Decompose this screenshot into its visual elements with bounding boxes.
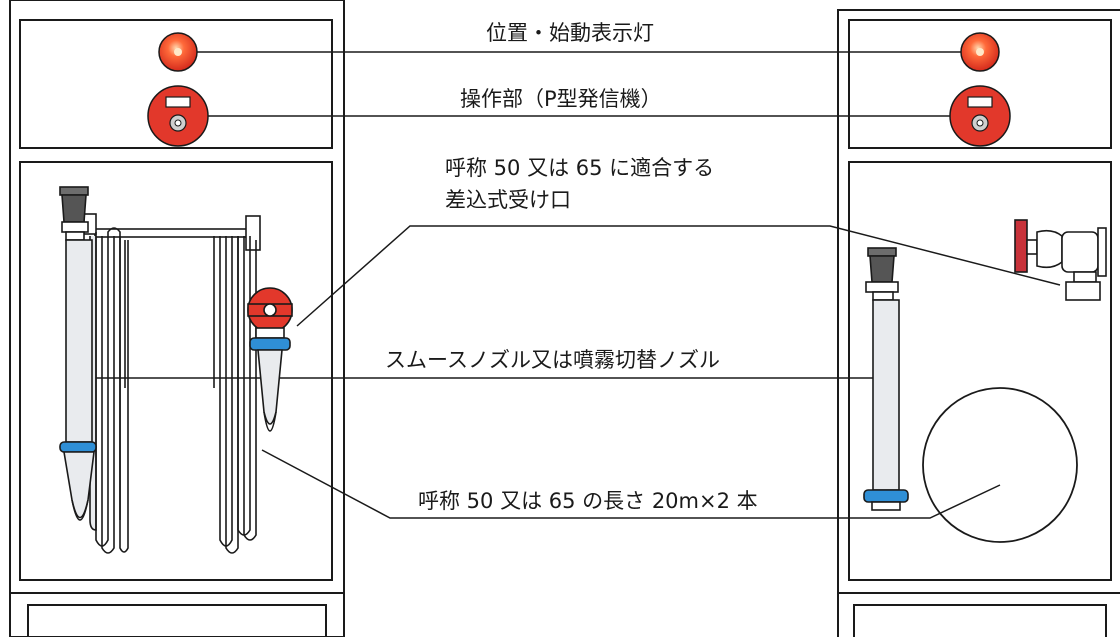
label-indicator-lamp: 位置・始動表示灯 [484, 21, 656, 45]
hose-hanger-clip [245, 215, 261, 251]
label-hose-length: 呼称 50 又は 65 の長さ 20m×2 本 [416, 489, 760, 513]
left-lower-panel [27, 604, 327, 637]
left-hose-compartment [19, 161, 333, 581]
label-coupling-line1: 呼称 50 又は 65 に適合する [445, 156, 715, 180]
outlet-valve-handle [1014, 219, 1028, 273]
right-hose-outlet [1014, 219, 1107, 301]
left-cabinet [9, 0, 345, 637]
right-operation-unit [949, 85, 1011, 147]
right-cabinet [837, 9, 1120, 637]
right-cabinet-frame [837, 9, 1120, 637]
left-coupling-band [249, 337, 291, 351]
left-nozzle-body [65, 239, 93, 443]
right-upper-panel [848, 19, 1112, 149]
left-nozzle-tip [59, 186, 89, 196]
label-nozzle: スムースノズル又は噴霧切替ノズル [383, 348, 722, 372]
right-hose-compartment [848, 161, 1112, 581]
left-hose-assembly [59, 186, 293, 554]
left-cabinet-frame [9, 0, 345, 637]
right-indicator-lamp [960, 32, 1000, 72]
label-coupling-line2: 差込式受け口 [445, 188, 571, 212]
right-nozzle [863, 247, 909, 511]
left-indicator-lamp [158, 32, 198, 72]
leader-hose [261, 449, 1001, 519]
right-lower-panel [853, 604, 1107, 637]
left-nozzle-coupling-band [59, 441, 97, 453]
leader-lines [88, 51, 1061, 519]
left-operation-unit [147, 85, 209, 147]
right-nozzle-coupling-band [863, 489, 909, 503]
leader-coupling [296, 225, 1061, 327]
left-upper-panel [19, 19, 333, 149]
right-hose-coil [922, 387, 1078, 543]
label-operation-unit: 操作部（P型発信機） [458, 87, 664, 111]
